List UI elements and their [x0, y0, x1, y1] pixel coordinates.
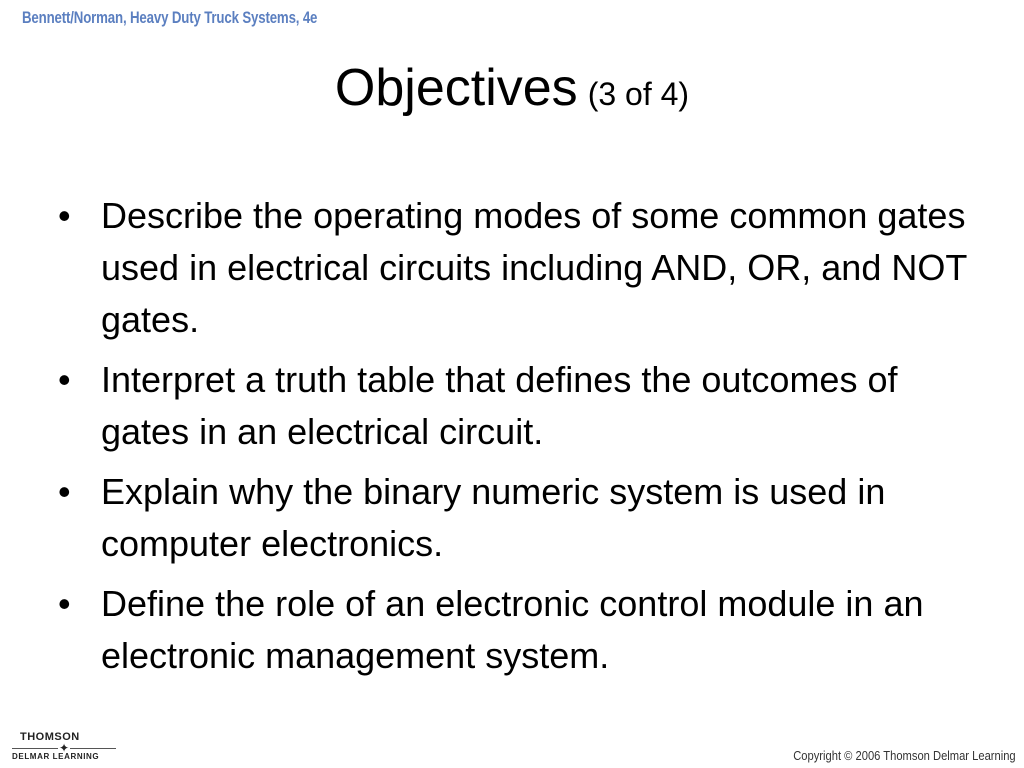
logo-bottom-text: DELMAR LEARNING [12, 752, 100, 761]
objective-text: Explain why the binary numeric system is… [101, 471, 886, 564]
book-title-header: Bennett/Norman, Heavy Duty Truck Systems… [22, 8, 318, 27]
objective-text: Interpret a truth table that defines the… [101, 359, 898, 452]
objective-text: Define the role of an electronic control… [101, 583, 924, 676]
bullet-icon: • [58, 195, 71, 236]
objective-item: • Describe the operating modes of some c… [58, 190, 988, 346]
bullet-icon: • [58, 471, 71, 512]
bullet-icon: • [58, 359, 71, 400]
copyright-notice: Copyright © 2006 Thomson Delmar Learning [793, 748, 1016, 763]
objective-item: • Interpret a truth table that defines t… [58, 354, 988, 458]
slide-title-main: Objectives [334, 59, 578, 117]
objective-item: • Explain why the binary numeric system … [58, 466, 988, 570]
thomson-delmar-logo: THOMSON ✦ DELMAR LEARNING [10, 728, 120, 764]
logo-top-text: THOMSON [20, 731, 80, 743]
star-icon: ✦ [58, 741, 71, 755]
bullet-icon: • [58, 583, 71, 624]
objective-item: • Define the role of an electronic contr… [58, 578, 988, 682]
objective-text: Describe the operating modes of some com… [101, 195, 967, 340]
slide-title: Objectives(3 of 4) [0, 58, 1024, 118]
slide-title-subtitle: (3 of 4) [587, 76, 690, 112]
objectives-list: • Describe the operating modes of some c… [58, 190, 988, 690]
